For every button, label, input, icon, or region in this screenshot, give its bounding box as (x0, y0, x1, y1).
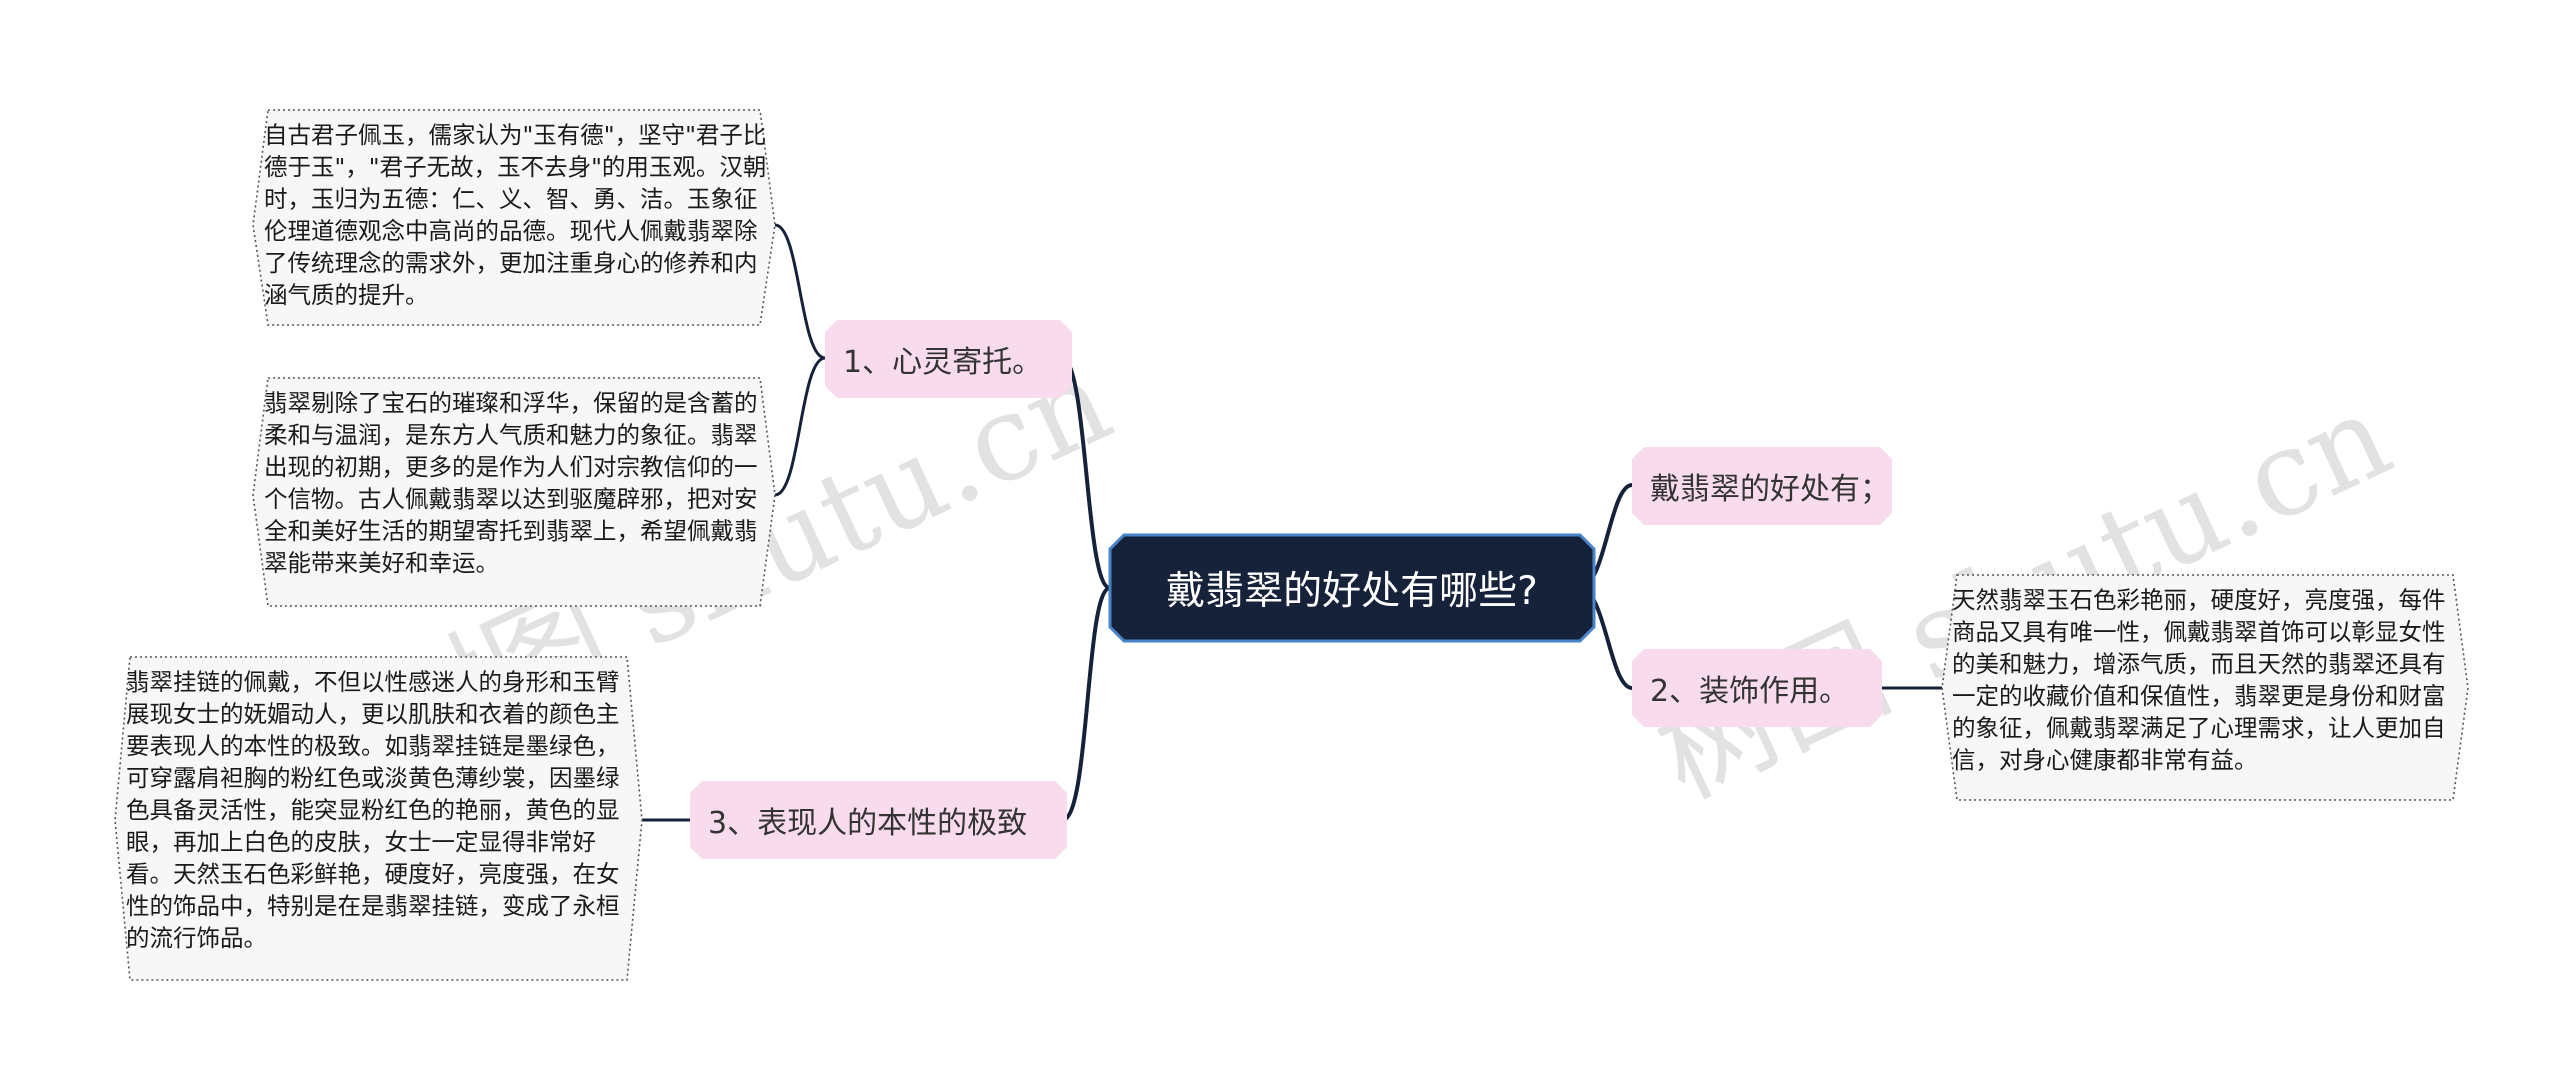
center-node-shape (1108, 533, 1596, 643)
branch-label: 1、心灵寄托。 (843, 345, 1043, 380)
leaf-shape-l2 (252, 377, 776, 607)
branch-node-2[interactable]: 2、装饰作用。 (1632, 649, 1882, 727)
branch-label: 3、表现人的本性的极致 (708, 806, 1028, 841)
leaf-node-1[interactable]: 自古君子佩玉，儒家认为"玉有德"，坚守"君子比德于玉"，"君子无故，玉不去身"的… (258, 113, 770, 323)
leaf-node-4[interactable]: 天然翡翠玉石色彩艳丽，硬度好，亮度强，每件商品又具有唯一性，佩戴翡翠首饰可以彰显… (1946, 578, 2462, 798)
leaf-node-2[interactable]: 翡翠剔除了宝石的璀璨和浮华，保留的是含蓄的柔和与温润，是东方人气质和魅力的象征。… (258, 381, 770, 603)
leaf-text: 翡翠挂链的佩戴，不但以性感迷人的身形和玉臂展现女士的妩媚动人，更以肌肤和衣着的颜… (126, 668, 620, 952)
connector-b1-l1 (774, 223, 826, 360)
branch-label: 2、装饰作用。 (1650, 674, 1850, 709)
branch-shape-br2 (1632, 649, 1882, 727)
connector-b1-l2 (774, 356, 826, 497)
branch-label: 戴翡翠的好处有； (1650, 472, 1890, 507)
center-node-label: 戴翡翠的好处有哪些? (1166, 569, 1538, 614)
leaf-node-3[interactable]: 翡翠挂链的佩戴，不但以性感迷人的身形和玉臂展现女士的妩媚动人，更以肌肤和衣着的颜… (120, 660, 636, 978)
branch-node-benefits[interactable]: 戴翡翠的好处有； (1632, 447, 1892, 525)
leaf-shape-l1 (252, 109, 776, 326)
leaf-shape-l3 (114, 656, 643, 981)
leaf-text: 翡翠剔除了宝石的璀璨和浮华，保留的是含蓄的柔和与温润，是东方人气质和魅力的象征。… (264, 389, 758, 577)
branch-node-1[interactable]: 1、心灵寄托。 (825, 320, 1072, 398)
leaf-text: 自古君子佩玉，儒家认为"玉有德"，坚守"君子比德于玉"，"君子无故，玉不去身"的… (264, 121, 767, 309)
leaf-text: 天然翡翠玉石色彩艳丽，硬度好，亮度强，每件商品又具有唯一性，佩戴翡翠首饰可以彰显… (1952, 586, 2446, 774)
connector-center-b3 (1061, 586, 1111, 823)
branch-shape-br1 (1632, 447, 1892, 525)
branch-node-3[interactable]: 3、表现人的本性的极致 (690, 781, 1067, 859)
branch-shape-b1 (825, 320, 1072, 398)
branch-shape-b3 (690, 781, 1067, 859)
leaf-shape-l4 (1941, 574, 2469, 801)
center-node[interactable]: 戴翡翠的好处有哪些? (1112, 537, 1592, 639)
